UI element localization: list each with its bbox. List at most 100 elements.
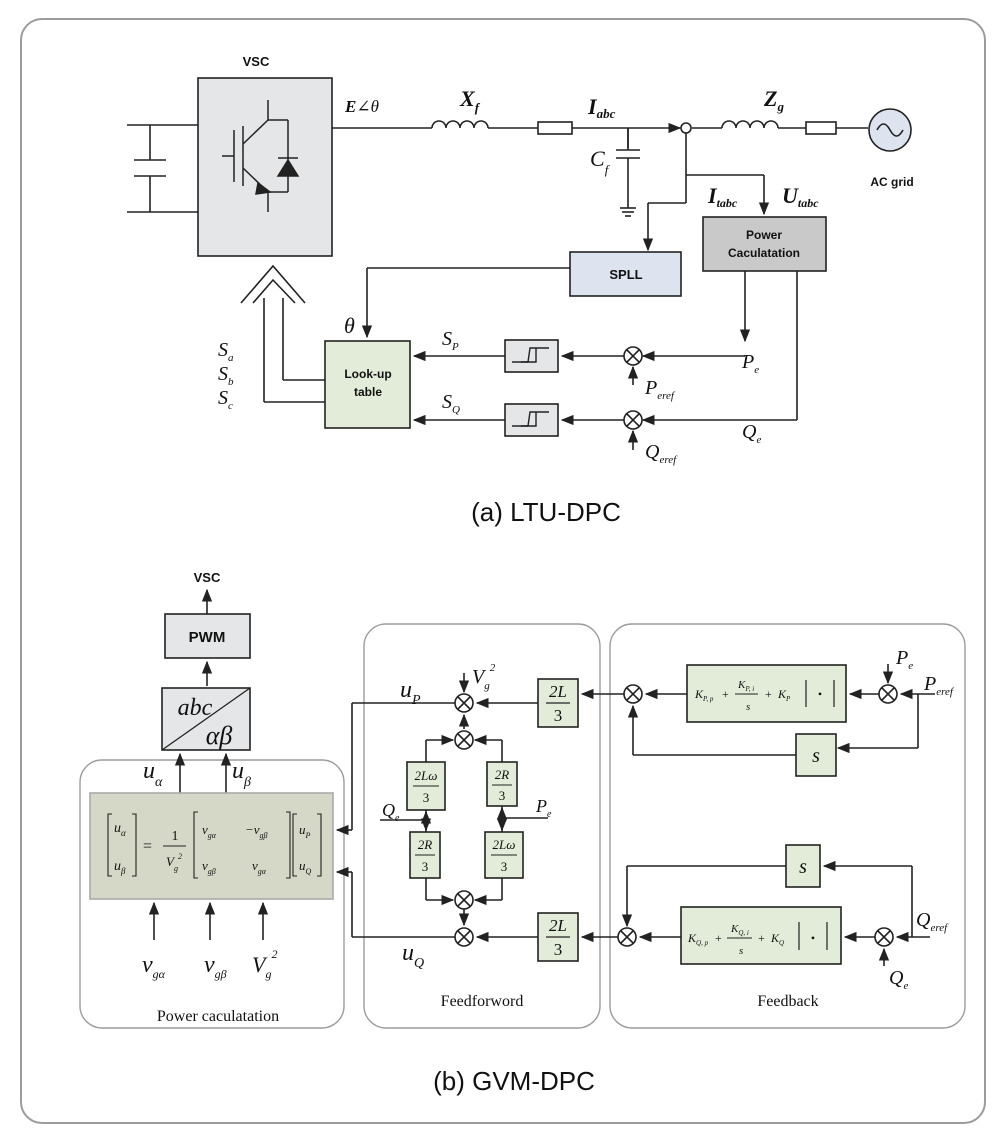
pid-p-plus2: +: [765, 687, 772, 701]
pid-p-dot: •: [818, 687, 822, 701]
pid-p-box: [686, 664, 847, 723]
sq-label: S: [442, 391, 452, 413]
transform-alphabeta: αβ: [206, 721, 233, 750]
vsc-box: [197, 77, 333, 257]
pid-p-k2: K: [737, 679, 746, 691]
s-block-p: [795, 733, 837, 777]
matrix-up: u: [299, 822, 306, 837]
matrix-u-beta: u: [114, 859, 121, 874]
pe-fb-label: P: [895, 647, 908, 669]
feedforward-panel: [363, 623, 601, 1029]
svg-text:Cf: Cf: [590, 146, 611, 177]
caption-a: (a) LTU-DPC: [471, 497, 621, 527]
gain-2lw-right-den: 3: [501, 859, 508, 874]
matrix-uq: u: [299, 858, 306, 873]
u-alpha-sub: α: [155, 775, 163, 790]
lookup-line2: table: [354, 385, 382, 399]
sa-sub: a: [228, 352, 234, 364]
utabc-label: U: [782, 183, 799, 208]
qeref-label: Q: [645, 441, 660, 463]
svg-text:vgα: vgα: [252, 858, 267, 876]
vsc-label: VSC: [243, 54, 270, 69]
matrix-u-alpha: u: [114, 821, 121, 836]
pwm-label: PWM: [189, 629, 226, 646]
sp-sub: P: [451, 341, 459, 353]
pid-q-k3-sub: Q: [779, 939, 784, 947]
gain-2r-right-den: 3: [499, 788, 506, 803]
svg-text:vgα: vgα: [142, 952, 166, 981]
svg-text:KQ, p: KQ, p: [687, 931, 709, 947]
svg-text:Peref: Peref: [644, 377, 676, 402]
u-beta-sub: β: [243, 775, 251, 790]
spll-box: [569, 251, 682, 297]
svg-text:uβ: uβ: [232, 758, 251, 790]
matrix-one: 1: [172, 829, 179, 844]
matrix-r1c1-sub: gα: [208, 831, 217, 840]
svg-text:uQ: uQ: [402, 940, 424, 971]
qe-ff-label: Q: [382, 800, 395, 820]
svg-text:Itabc: Itabc: [707, 183, 738, 210]
u-alpha-label: u: [143, 758, 155, 784]
qe-label: Q: [742, 421, 757, 443]
matrix-u-alpha-sub: α: [121, 828, 126, 838]
svg-text:vgβ: vgβ: [204, 952, 227, 981]
vsc-label-b: VSC: [194, 570, 221, 585]
uq-sub: Q: [414, 956, 424, 971]
voltage-e-label: E: [344, 97, 356, 116]
qeref-sub: eref: [659, 454, 678, 466]
gain-2l-bottom-num: 2L: [549, 916, 567, 935]
svg-text:uP: uP: [400, 677, 421, 708]
svg-text:E∠θ: E∠θ: [344, 97, 379, 116]
pe-ff-label: P: [535, 796, 547, 816]
vg2-sup: 2: [271, 947, 277, 961]
svg-text:vgβ: vgβ: [202, 858, 216, 876]
u-beta-label: u: [232, 758, 244, 784]
ac-grid-label: AC grid: [870, 175, 913, 189]
matrix-r2c2: v: [252, 858, 258, 873]
theta-label: θ: [344, 313, 355, 338]
matrix-v: V: [166, 854, 176, 869]
cf-label: C: [590, 146, 605, 171]
matrix-r1c1: v: [202, 822, 208, 837]
up-label: u: [400, 677, 412, 703]
up-sub: P: [411, 693, 421, 708]
peref-label: P: [644, 377, 657, 399]
svg-text:Qe: Qe: [382, 800, 400, 824]
svg-text:KQ: KQ: [770, 931, 784, 947]
matrix-r2c1-sub: gβ: [208, 867, 216, 876]
utabc-sub: tabc: [798, 196, 819, 210]
svg-text:Qeref: Qeref: [916, 909, 949, 934]
sc-sub: c: [228, 400, 233, 412]
matrix-r1c2: −v: [245, 822, 260, 837]
lookup-table-box: [324, 340, 411, 429]
inductor-zg: [721, 120, 779, 129]
svg-text:−vgβ: −vgβ: [245, 822, 268, 840]
svg-text:KP, i: KP, i: [737, 679, 754, 693]
svg-text:Qe: Qe: [889, 967, 908, 992]
pid-q-k2: K: [730, 923, 739, 935]
svg-text:Vg2: Vg2: [252, 947, 277, 981]
zg-label: Z: [763, 86, 777, 111]
pid-p-k1: K: [694, 687, 704, 701]
svg-text:Vg2: Vg2: [472, 662, 496, 692]
dc-link-capacitor: [127, 124, 198, 213]
pid-q-box: [680, 906, 842, 965]
gain-2lw-right-num: 2Lω: [493, 837, 516, 852]
gain-2r-left-num: 2R: [418, 837, 433, 852]
pe-label: P: [741, 351, 754, 373]
qe-fb-sub: e: [903, 980, 908, 992]
svg-text:vgα: vgα: [202, 822, 217, 840]
transform-abc: abc: [178, 695, 213, 721]
sp-label: S: [442, 328, 452, 350]
vga-sub: gα: [153, 967, 166, 981]
svg-text:KP, p: KP, p: [694, 687, 714, 703]
matrix-equals: =: [143, 838, 152, 855]
itabc-label: I: [707, 183, 718, 208]
pe-sub: e: [754, 364, 759, 376]
svg-text:Qeref: Qeref: [645, 441, 678, 466]
feedforward-caption: Feedforword: [441, 993, 524, 1010]
sb-label: S: [218, 363, 228, 385]
svg-text:Sb: Sb: [218, 363, 234, 388]
vgb-sub: gβ: [215, 967, 227, 981]
pid-q-dot: •: [811, 931, 815, 945]
